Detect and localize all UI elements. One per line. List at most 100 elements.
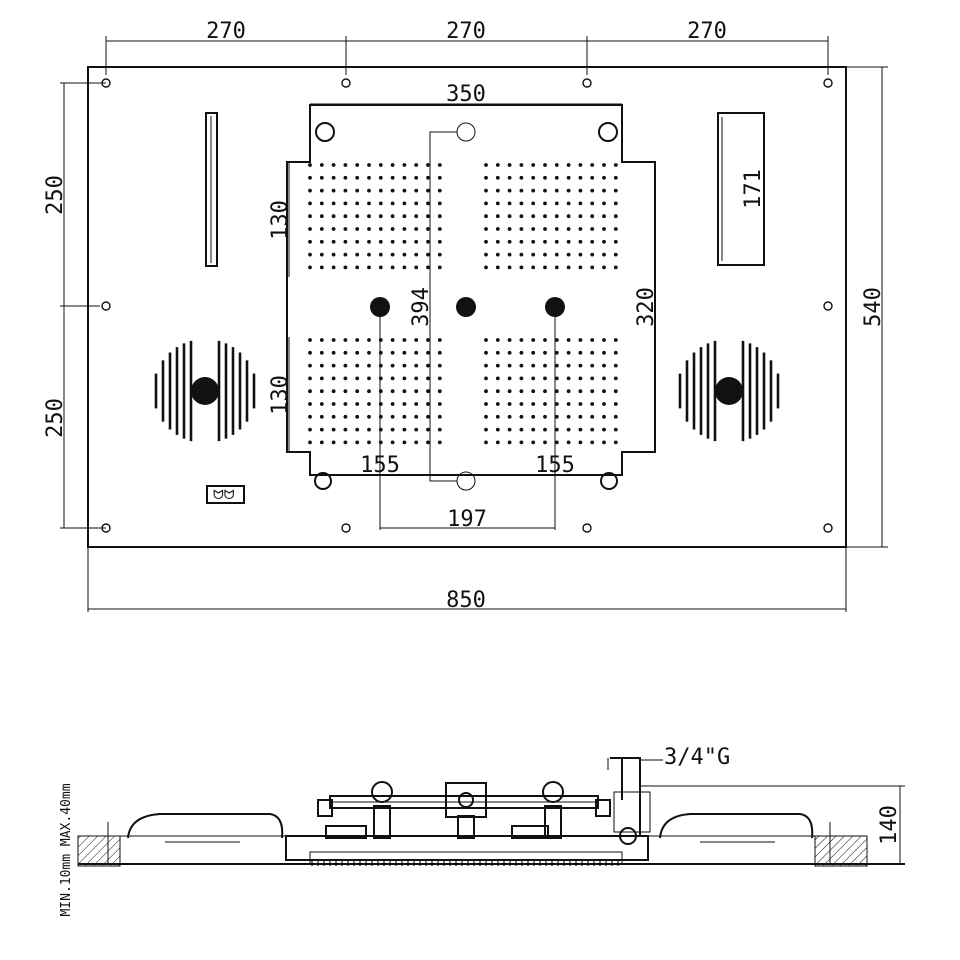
spray-nozzle (355, 252, 360, 257)
spray-nozzle (367, 201, 371, 206)
spray-nozzle (355, 350, 360, 355)
spray-nozzle (319, 389, 324, 394)
spray-nozzle (343, 414, 348, 419)
spray-nozzle (308, 363, 312, 368)
spray-nozzle (390, 389, 395, 394)
spray-nozzle (437, 239, 442, 244)
side-view: 3/4"G 140 MIN.10mm MAX.40mm (59, 745, 905, 917)
spray-nozzle (531, 214, 536, 219)
spray-nozzle (402, 427, 407, 432)
spray-nozzle (378, 188, 383, 193)
spray-nozzle (355, 201, 360, 206)
spray-nozzle (437, 376, 442, 381)
spray-nozzle (484, 350, 488, 355)
spray-nozzle (343, 363, 348, 368)
spray-nozzle (507, 414, 512, 419)
spray-nozzle (566, 440, 571, 445)
spray-nozzle (378, 175, 383, 180)
spray-nozzle (437, 214, 442, 219)
spray-nozzle (554, 239, 559, 244)
spray-nozzle (602, 414, 606, 419)
spray-nozzle (414, 188, 419, 193)
spray-nozzle (495, 363, 500, 368)
dim-top-1: 270 (206, 19, 246, 44)
spray-nozzle (519, 414, 524, 419)
spray-nozzle (519, 440, 524, 445)
spray-nozzle (390, 440, 395, 445)
spray-nozzle (554, 265, 559, 270)
spray-nozzle (590, 414, 595, 419)
spray-nozzle (319, 350, 324, 355)
spray-nozzle (602, 175, 606, 180)
left-led-strip (205, 112, 218, 267)
spray-nozzle (519, 163, 524, 167)
spray-nozzle (484, 163, 488, 167)
spray-nozzle (590, 338, 595, 342)
spray-nozzle (602, 214, 606, 219)
spray-nozzle (319, 265, 324, 270)
spray-nozzle (331, 188, 336, 193)
spray-nozzle (566, 201, 571, 206)
spray-nozzle (390, 201, 395, 206)
spray-nozzle (414, 338, 419, 342)
spray-nozzle (566, 252, 571, 257)
spray-nozzle (355, 338, 360, 342)
spray-nozzle (495, 252, 500, 257)
rain-panel-outline (286, 104, 656, 476)
spray-nozzle (343, 227, 348, 231)
spray-nozzle (613, 350, 618, 355)
spray-nozzle (507, 239, 512, 244)
spray-nozzle (437, 201, 442, 206)
spray-nozzle (402, 440, 407, 445)
spray-nozzle (602, 265, 606, 270)
spray-nozzle (590, 440, 595, 445)
spray-nozzle (390, 214, 395, 219)
dim-inner-lower: 130 (268, 375, 293, 415)
dim-side-height: 140 (877, 805, 902, 845)
spray-nozzle (378, 402, 383, 406)
spray-nozzle (484, 427, 488, 432)
spray-nozzle (343, 188, 348, 193)
spray-nozzle (319, 163, 324, 167)
spray-nozzle (531, 265, 536, 270)
spray-nozzle (519, 350, 524, 355)
spray-nozzle (402, 338, 407, 342)
spray-nozzle (308, 414, 312, 419)
spray-nozzle (613, 427, 618, 432)
spray-nozzle (378, 201, 383, 206)
spray-nozzle (414, 440, 419, 445)
spray-nozzle (484, 227, 488, 231)
spray-nozzle (402, 402, 407, 406)
spray-nozzle (484, 440, 488, 445)
spray-nozzle (602, 427, 606, 432)
spray-nozzle (343, 350, 348, 355)
spray-nozzle (437, 252, 442, 257)
spray-nozzle (414, 363, 419, 368)
spray-nozzle (543, 163, 547, 167)
spray-nozzle (414, 402, 419, 406)
spray-nozzle (378, 252, 383, 257)
spray-nozzle (578, 427, 583, 432)
spray-nozzle (495, 338, 500, 342)
spray-nozzle (613, 214, 618, 219)
spray-nozzle (402, 188, 407, 193)
spray-nozzle (613, 376, 618, 381)
spray-nozzle (367, 265, 371, 270)
speaker-center (715, 377, 743, 405)
spray-nozzle (484, 188, 488, 193)
spray-nozzle (367, 440, 371, 445)
spray-nozzle (543, 239, 547, 244)
spray-nozzle (566, 363, 571, 368)
spray-nozzle (390, 363, 395, 368)
spray-nozzle (590, 389, 595, 394)
spray-nozzle (367, 402, 371, 406)
spray-nozzle (308, 389, 312, 394)
spray-nozzle (613, 188, 618, 193)
spray-nozzle (566, 376, 571, 381)
spray-nozzle (426, 427, 430, 432)
spray-nozzle (308, 214, 312, 219)
dim-right-vertical: 320 (634, 287, 659, 327)
spray-nozzle (531, 363, 536, 368)
spray-nozzle (613, 163, 618, 167)
mounting-holes (101, 78, 833, 533)
